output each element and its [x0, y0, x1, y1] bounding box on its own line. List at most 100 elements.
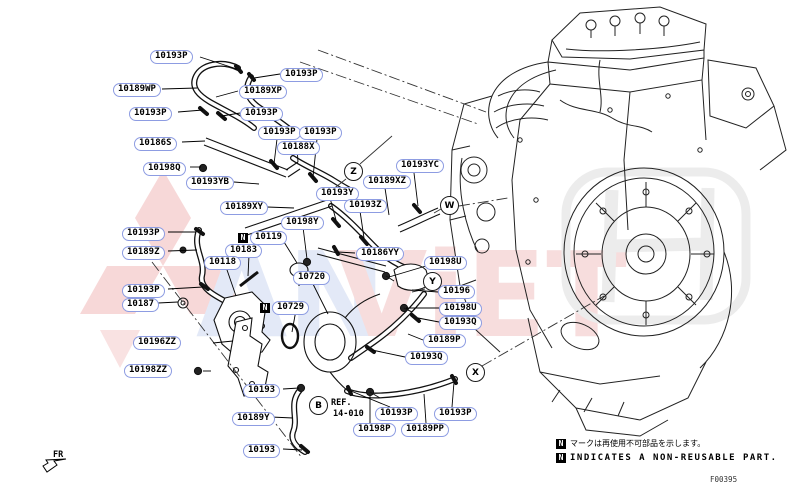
- part-label-10189p-32[interactable]: 10189P: [423, 334, 466, 348]
- part-number: 10193P: [122, 284, 165, 298]
- part-label-10193q-33[interactable]: 10193Q: [405, 351, 448, 365]
- part-number: 10193Q: [405, 351, 448, 365]
- part-label-10187-24[interactable]: 10187: [122, 298, 160, 312]
- part-number: 10193P: [150, 50, 193, 64]
- part-number: 10193P: [129, 107, 172, 121]
- part-number: 10198Y: [281, 216, 324, 230]
- part-label-10193-36[interactable]: 10193: [243, 384, 281, 398]
- connector-x: X: [466, 363, 485, 382]
- part-label-10189xp-3[interactable]: 10189XP: [239, 85, 287, 99]
- part-number: 10193: [243, 444, 281, 458]
- part-number: 10193Q: [439, 316, 482, 330]
- part-label-10193p-23[interactable]: 10193P: [122, 284, 165, 298]
- part-number: 10196ZZ: [133, 336, 181, 350]
- part-label-10193p-0[interactable]: 10193P: [150, 50, 193, 64]
- part-number: 10183: [225, 244, 263, 258]
- part-label-10193z-15[interactable]: 10193Z: [344, 199, 387, 213]
- part-number: 10720: [293, 271, 331, 285]
- part-number: 10119: [250, 231, 288, 245]
- part-label-10198y-17[interactable]: 10198Y: [281, 216, 324, 230]
- part-label-10193p-40[interactable]: 10193P: [434, 407, 477, 421]
- part-label-10193y-14[interactable]: 10193Y: [316, 187, 359, 201]
- part-number: 10193Z: [344, 199, 387, 213]
- part-number: 10186S: [134, 137, 177, 151]
- part-number: 10193YB: [186, 176, 234, 190]
- part-label-10193q-31[interactable]: 10193Q: [439, 316, 482, 330]
- part-label-10193p-6[interactable]: 10193P: [258, 126, 301, 140]
- part-label-10193p-4[interactable]: 10193P: [129, 107, 172, 121]
- part-label-10189xz-13[interactable]: 10189XZ: [363, 175, 411, 189]
- part-label-10198q-10[interactable]: 10198Q: [143, 162, 186, 176]
- part-number: 10118: [204, 256, 242, 270]
- part-number: 10193P: [434, 407, 477, 421]
- part-number: 10193P: [299, 126, 342, 140]
- part-number: 10189XY: [220, 201, 268, 215]
- fr-arrow-icon: [42, 458, 67, 473]
- part-label-10198p-41[interactable]: 10198P: [353, 423, 396, 437]
- part-number: 10187: [122, 298, 160, 312]
- part-number: 10189Z: [122, 246, 165, 260]
- part-label-10183-19[interactable]: 10183: [225, 244, 263, 258]
- part-label-10196zz-34[interactable]: 10196ZZ: [133, 336, 181, 350]
- connector-y: Y: [423, 272, 442, 291]
- legend-en-text: INDICATES A NON-REUSABLE PART.: [570, 453, 778, 463]
- fr-label: FR: [53, 450, 64, 460]
- part-label-10118-20[interactable]: 10118: [204, 256, 242, 270]
- non-reusable-icon: N: [556, 453, 566, 463]
- part-number: 10189XZ: [363, 175, 411, 189]
- part-label-10720-25[interactable]: 10720: [293, 271, 331, 285]
- h-emblem-watermark: [561, 167, 751, 325]
- part-number: 10196: [438, 285, 476, 299]
- figure-code: F00395: [710, 475, 738, 484]
- part-number: 10189XP: [239, 85, 287, 99]
- ref-note-line1: REF.: [331, 398, 352, 408]
- connector-z: Z: [344, 162, 363, 181]
- part-label-10189z-22[interactable]: 10189Z: [122, 246, 165, 260]
- connector-b: B: [309, 396, 328, 415]
- legend-en-row: N INDICATES A NON-REUSABLE PART.: [556, 453, 778, 463]
- part-number: 10193P: [280, 68, 323, 82]
- part-label-10193p-5[interactable]: 10193P: [240, 107, 283, 121]
- part-label-10196-29[interactable]: 10196: [438, 285, 476, 299]
- part-label-10189xy-16[interactable]: 10189XY: [220, 201, 268, 215]
- part-label-10193p-1[interactable]: 10193P: [280, 68, 323, 82]
- part-label-10193p-7[interactable]: 10193P: [299, 126, 342, 140]
- engine-illustration: [449, 6, 787, 437]
- part-label-10193p-21[interactable]: 10193P: [122, 227, 165, 241]
- non-reusable-icon: N: [238, 232, 248, 243]
- part-number: 10729: [272, 301, 310, 315]
- part-label-10186yy-27[interactable]: 10186YY: [356, 247, 404, 261]
- part-label-10198u-28[interactable]: 10198U: [424, 256, 467, 270]
- part-number: 10189WP: [113, 83, 161, 97]
- part-label-10193-38[interactable]: 10193: [243, 444, 281, 458]
- part-label-10189wp-2[interactable]: 10189WP: [113, 83, 161, 97]
- legend-jp-text: マークは再使用不可部品を示します。: [570, 439, 706, 448]
- part-number: 10193P: [375, 407, 418, 421]
- part-number: 10189PP: [401, 423, 449, 437]
- part-number: 10189P: [423, 334, 466, 348]
- part-label-10198u-30[interactable]: 10198U: [439, 302, 482, 316]
- mitsubishi-diamonds-watermark: [80, 170, 246, 368]
- part-label-10193p-39[interactable]: 10193P: [375, 407, 418, 421]
- part-label-10193yc-12[interactable]: 10193YC: [396, 159, 444, 173]
- part-number: 10188X: [277, 141, 320, 155]
- part-label-10189pp-42[interactable]: 10189PP: [401, 423, 449, 437]
- ref-note-line2: 14-010: [333, 409, 364, 419]
- part-number: 10198U: [439, 302, 482, 316]
- part-number: 10198P: [353, 423, 396, 437]
- non-reusable-icon: N: [556, 438, 566, 449]
- part-label-10186s-9[interactable]: 10186S: [134, 137, 177, 151]
- part-label-10198zz-35[interactable]: 10198ZZ: [124, 364, 172, 378]
- part-label-10193yb-11[interactable]: 10193YB: [186, 176, 234, 190]
- part-label-10189y-37[interactable]: 10189Y: [232, 412, 275, 426]
- connector-w: W: [440, 196, 459, 215]
- part-number: 10198U: [424, 256, 467, 270]
- part-label-10188x-8[interactable]: 10188X: [277, 141, 320, 155]
- part-number: 10193P: [122, 227, 165, 241]
- part-number: 10186YY: [356, 247, 404, 261]
- part-number: 10193YC: [396, 159, 444, 173]
- non-reusable-icon: N: [260, 302, 270, 313]
